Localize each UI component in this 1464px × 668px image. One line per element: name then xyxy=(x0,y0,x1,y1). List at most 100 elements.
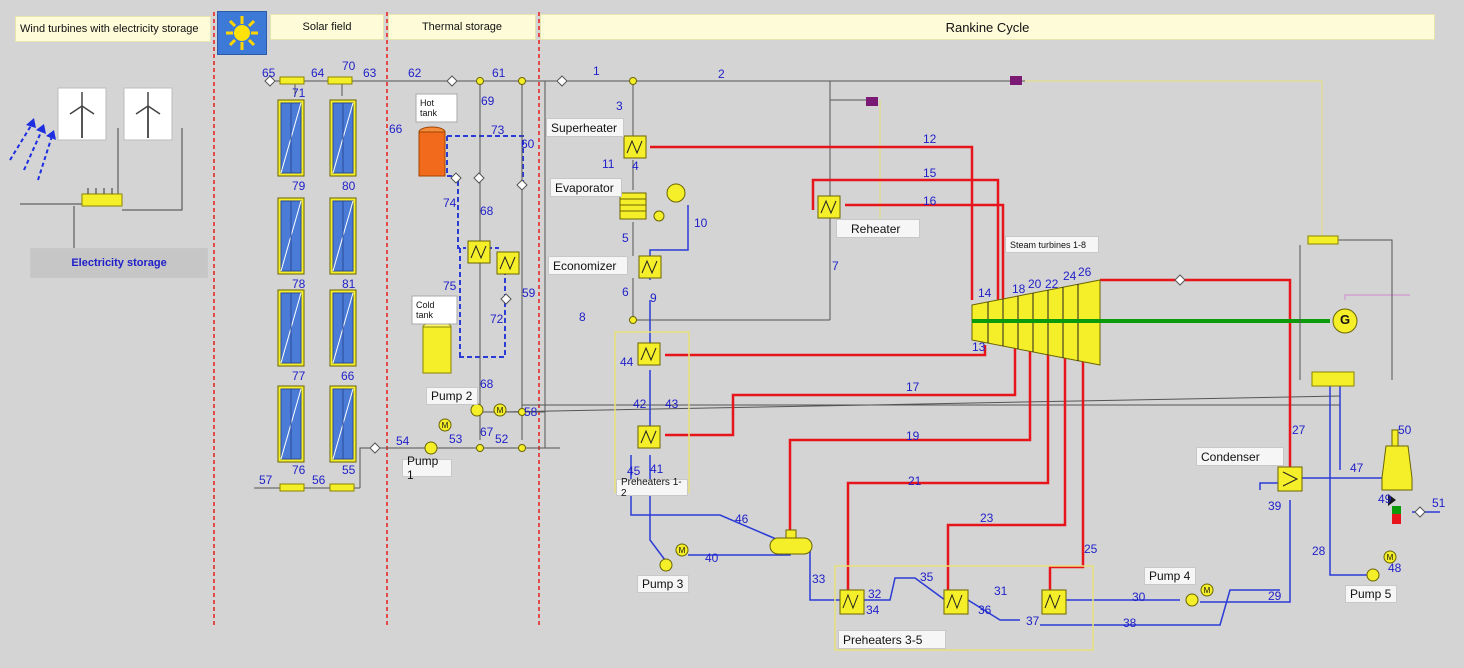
preheater-icon xyxy=(637,342,661,366)
stream-number: 81 xyxy=(342,277,356,291)
stream-number: 46 xyxy=(735,512,749,526)
valve-icon xyxy=(369,442,381,454)
stream-number: 25 xyxy=(1084,542,1098,556)
stream-number: 52 xyxy=(495,432,509,446)
solar-panel-icon xyxy=(329,197,357,275)
solar-panel-icon xyxy=(329,385,357,463)
section-header-thermal: Thermal storage xyxy=(388,14,536,40)
reheater-label: Reheater xyxy=(836,219,920,238)
stream-number: 61 xyxy=(492,66,506,80)
stream-number: 51 xyxy=(1432,496,1446,510)
pump4-label: Pump 4 xyxy=(1144,567,1196,585)
stream-number: 44 xyxy=(620,355,634,369)
stream-number: 49 xyxy=(1378,492,1392,506)
steam-turbines-label: Steam turbines 1-8 xyxy=(1005,236,1099,253)
motor-label: M xyxy=(1204,586,1211,595)
hot-tank-label: Hot tank xyxy=(420,98,438,118)
stream-number: 14 xyxy=(978,286,992,300)
generator-label: G xyxy=(1339,312,1351,327)
heat-exchanger-icon xyxy=(467,240,491,264)
stream-number: 73 xyxy=(491,123,505,137)
junction-node xyxy=(518,408,526,416)
stream-number: 77 xyxy=(292,369,306,383)
stream-number: 8 xyxy=(579,310,586,324)
solar-panel-icon xyxy=(277,385,305,463)
stream-number: 4 xyxy=(632,159,639,173)
wind-radiation-arrows xyxy=(9,123,53,181)
stream-number: 23 xyxy=(980,511,994,525)
stream-number: 41 xyxy=(650,462,664,476)
stream-number: 65 xyxy=(262,66,276,80)
stream-number: 26 xyxy=(1078,265,1092,279)
stream-number: 1 xyxy=(593,64,600,78)
stream-number: 31 xyxy=(994,584,1008,598)
stream-number: 2 xyxy=(718,67,725,81)
valve-icon xyxy=(450,172,462,184)
condenser-icon xyxy=(1277,466,1303,492)
stream-number: 53 xyxy=(449,432,463,446)
junction-node xyxy=(629,77,637,85)
stream-number: 69 xyxy=(481,94,495,108)
pump-icon: M xyxy=(1366,550,1397,582)
valve-icon xyxy=(1174,274,1186,286)
stream-number: 11 xyxy=(602,157,615,171)
evaporator-icon xyxy=(619,183,686,222)
reheater-icon xyxy=(817,195,841,219)
valve-icon xyxy=(516,179,528,191)
wind-turbine-icon xyxy=(123,87,173,141)
stream-number: 57 xyxy=(259,473,273,487)
junction-node xyxy=(518,77,526,85)
pump-icon: M xyxy=(470,403,507,417)
stream-number: 55 xyxy=(342,463,356,477)
condenser-label: Condenser xyxy=(1196,447,1284,466)
stream-number: 6 xyxy=(622,285,629,299)
stream-number: 78 xyxy=(292,277,306,291)
pump5-label: Pump 5 xyxy=(1345,585,1397,603)
stream-number: 17 xyxy=(906,380,920,394)
generator-icon xyxy=(1332,308,1358,334)
stream-number: 59 xyxy=(522,286,536,300)
stream-number: 16 xyxy=(923,194,937,208)
pump-icon: M xyxy=(659,543,689,572)
motor-label: M xyxy=(442,421,449,430)
valve-icon xyxy=(556,75,568,87)
stream-number: 34 xyxy=(866,603,880,617)
electricity-storage-label: Electricity storage xyxy=(30,248,208,278)
steam-pipes xyxy=(499,80,1341,449)
motor-label: M xyxy=(497,406,504,415)
preheaters-3-5-label: Preheaters 3-5 xyxy=(838,630,946,649)
stream-number: 58 xyxy=(524,405,538,419)
stream-number: 68 xyxy=(480,377,494,391)
stream-number: 48 xyxy=(1388,561,1402,575)
stream-number: 76 xyxy=(292,463,306,477)
feedwater-pipes xyxy=(630,205,1400,626)
stream-number: 63 xyxy=(363,66,377,80)
section-header-wind: Wind turbines with electricity storage xyxy=(15,16,211,42)
stream-number: 27 xyxy=(1292,423,1306,437)
stream-number: 21 xyxy=(908,474,922,488)
stream-number: 47 xyxy=(1350,461,1364,475)
stream-number: 22 xyxy=(1045,277,1059,291)
preheaters-1-2-label: Preheaters 1-2 xyxy=(616,477,688,499)
pump2-label: Pump 2 xyxy=(426,387,478,405)
solar-panel-icon xyxy=(277,99,305,177)
junction-node xyxy=(476,77,484,85)
stream-number: 9 xyxy=(650,291,657,305)
stream-number: 33 xyxy=(812,572,826,586)
junction-node xyxy=(518,444,526,452)
sun-icon xyxy=(217,11,267,55)
junction-nodes xyxy=(476,77,637,452)
stream-number: 50 xyxy=(1398,423,1412,437)
extraction-steam-pipes xyxy=(650,145,1292,590)
valve-icon xyxy=(500,293,512,305)
stream-number: 30 xyxy=(1132,590,1146,604)
arrow-heads xyxy=(26,118,56,140)
economizer-icon xyxy=(638,255,662,279)
section-boundaries xyxy=(213,12,540,626)
stream-number: 42 xyxy=(633,397,647,411)
cooling-tower-icon xyxy=(1381,429,1413,524)
solar-panel-icon xyxy=(329,289,357,367)
